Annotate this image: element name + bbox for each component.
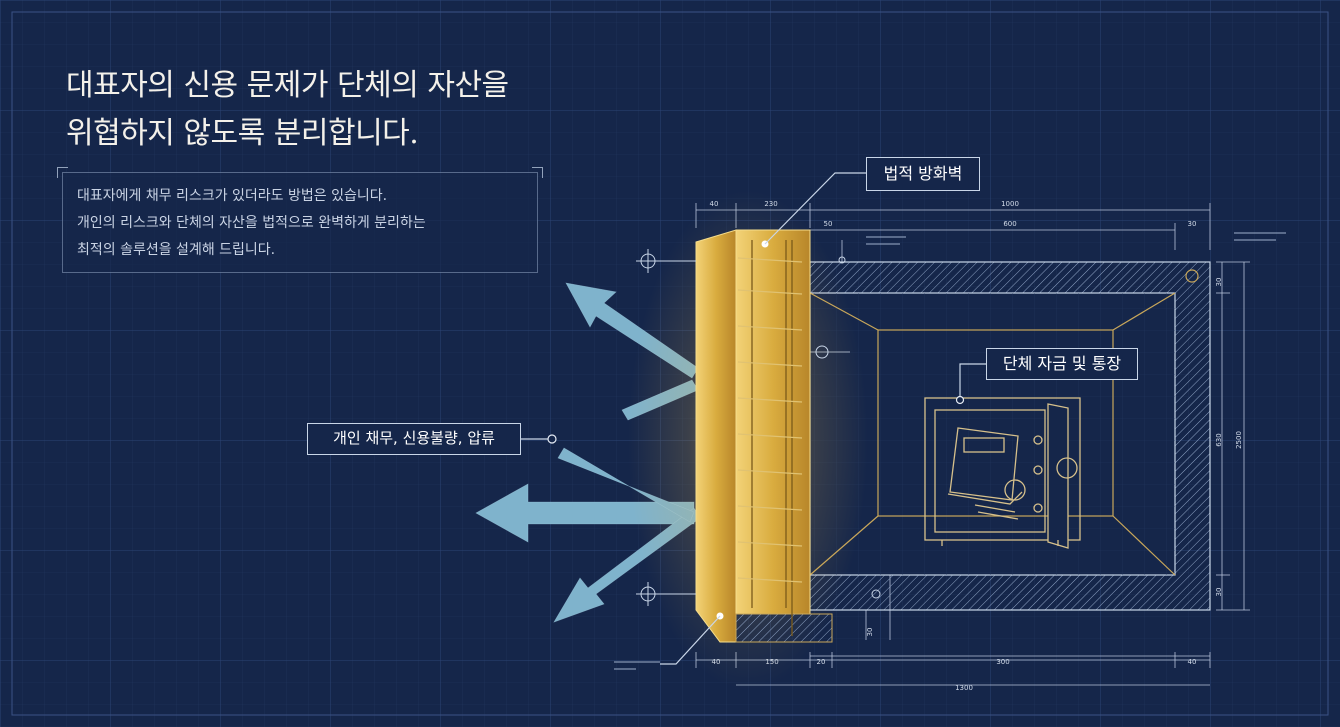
svg-text:630: 630 — [1215, 433, 1223, 446]
svg-text:1000: 1000 — [1001, 200, 1019, 208]
safe-illustration — [924, 397, 1081, 549]
callout-legal-firewall: 법적 방화벽 — [866, 157, 980, 191]
description-line-3: 최적의 솔루션을 설계해 드립니다. — [77, 242, 276, 258]
legal-firewall-wall — [628, 190, 868, 690]
callout-personal-risks: 개인 채무, 신용불량, 압류 — [307, 423, 521, 455]
svg-text:300: 300 — [996, 658, 1009, 666]
svg-text:600: 600 — [1003, 220, 1016, 228]
svg-text:50: 50 — [824, 220, 833, 228]
crosshair-markers — [636, 249, 881, 606]
svg-text:30: 30 — [1188, 220, 1197, 228]
description-line-2: 개인의 리스크와 단체의 자산을 법적으로 완벽하게 분리하는 — [77, 215, 426, 231]
headline-line-2: 위협하지 않도록 분리합니다. — [66, 116, 419, 151]
svg-text:20: 20 — [817, 658, 826, 666]
callout-leaders — [521, 172, 986, 665]
svg-text:2500: 2500 — [1235, 431, 1243, 449]
page-headline: 대표자의 신용 문제가 단체의 자산을 위협하지 않도록 분리합니다. — [66, 62, 509, 158]
svg-text:1300: 1300 — [955, 684, 973, 692]
description-line-1: 대표자에게 채무 리스크가 있더라도 방법은 있습니다. — [77, 188, 388, 204]
headline-line-1: 대표자의 신용 문제가 단체의 자산을 — [66, 68, 509, 103]
svg-text:30: 30 — [1215, 278, 1223, 287]
vault-structure — [809, 261, 1211, 611]
description-box: 대표자에게 채무 리스크가 있더라도 방법은 있습니다. 개인의 리스크와 단체… — [57, 167, 543, 273]
callout-dot — [547, 434, 557, 444]
svg-text:30: 30 — [866, 628, 874, 637]
svg-text:30: 30 — [1215, 588, 1223, 597]
callout-organization-funds: 단체 자금 및 통장 — [986, 348, 1138, 380]
svg-text:40: 40 — [1188, 658, 1197, 666]
callout-dot — [955, 395, 965, 405]
